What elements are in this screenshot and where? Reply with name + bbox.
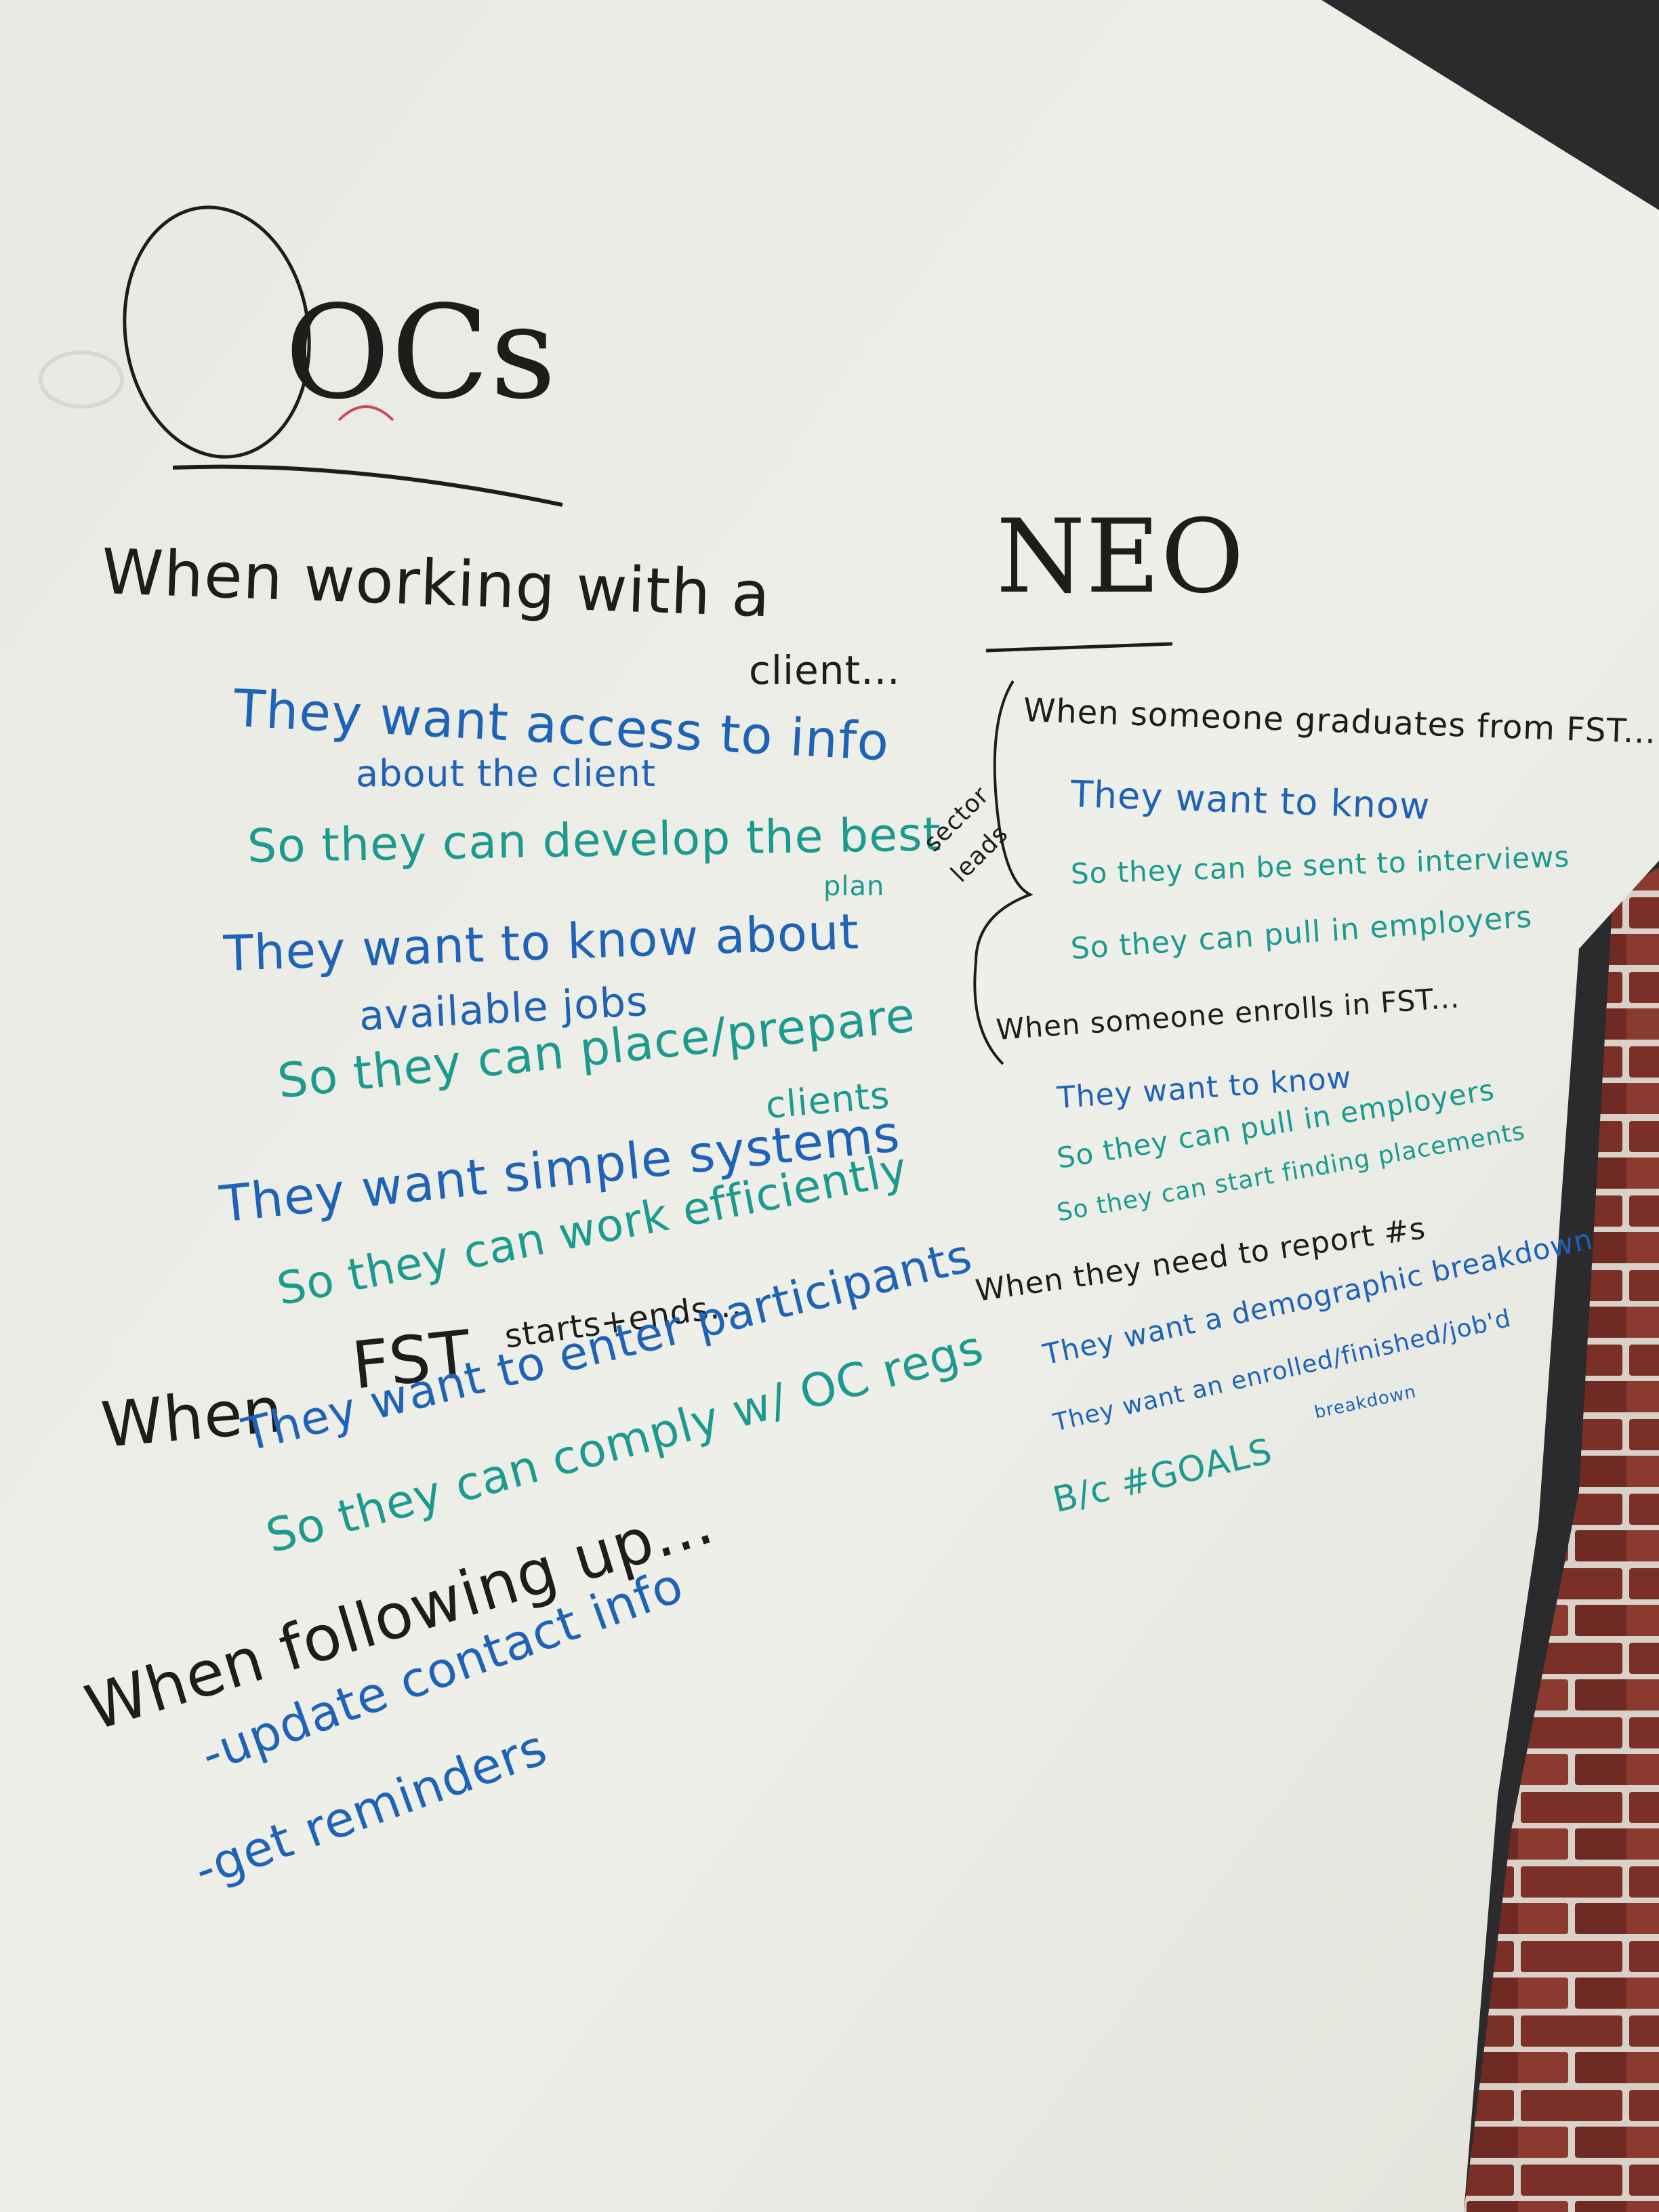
right-s3-item-4: B/c #GOALS	[1049, 1431, 1277, 1521]
want-access-info-cont: about the client	[356, 752, 657, 795]
left-title: OCs	[285, 278, 557, 428]
right-heading-1: When someone graduates from FST...	[1023, 691, 1657, 752]
title-underline-right	[985, 642, 1173, 653]
ghost-mark	[39, 350, 124, 409]
want-know-jobs: They want to know about	[222, 903, 861, 982]
so-develop-plan-cont: plan	[823, 871, 885, 902]
right-title: NEO	[996, 498, 1245, 616]
brick-wall	[1464, 867, 1659, 2212]
so-develop-plan: So they can develop the best	[247, 808, 942, 874]
right-s3-item-3: breakdown	[1312, 1381, 1418, 1423]
oc-circle-mark	[123, 205, 311, 459]
left-heading-1: When working with a	[100, 535, 772, 632]
title-underline-left	[172, 464, 563, 507]
right-s1-item-1: They want to know	[1069, 773, 1431, 828]
right-heading-2: When someone enrolls in FST...	[995, 981, 1461, 1046]
red-smudge	[337, 405, 394, 422]
sector-leads-bracket	[973, 680, 1033, 1065]
right-s1-item-2: So they can be sent to interviews	[1070, 840, 1571, 890]
left-heading-1-cont: client...	[749, 647, 901, 693]
right-s1-item-3: So they can pull in employers	[1069, 899, 1534, 966]
